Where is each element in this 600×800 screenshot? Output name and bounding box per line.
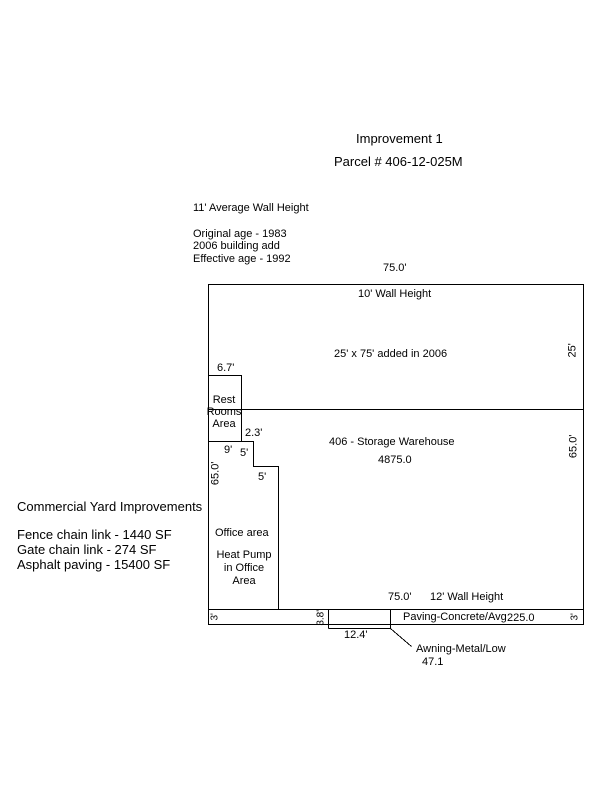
top-dimension: 75.0'	[383, 262, 407, 274]
parcel-number: Parcel # 406-12-025M	[334, 154, 463, 169]
wall-height-note: 11' Average Wall Height	[193, 202, 309, 214]
paving-dimension: 225.0	[507, 612, 535, 624]
yard-title: Commercial Yard Improvements	[17, 499, 203, 514]
restroom-outline	[208, 375, 242, 442]
bottom-dimension: 75.0'	[388, 591, 412, 603]
dimension-2-3: 2.3'	[245, 427, 263, 439]
building-add-note: 2006 building add	[193, 240, 280, 252]
left-dimension-65: 65.0'	[209, 461, 222, 486]
dimension-5a: 5'	[240, 447, 249, 459]
office-outline	[241, 441, 279, 610]
warehouse-side-dimension: 65.0'	[567, 434, 580, 459]
addition-side-dimension: 25'	[566, 343, 579, 358]
dimension-5b: 5'	[258, 471, 267, 483]
warehouse-area: 4875.0	[378, 454, 412, 466]
strip-left-dimension: 3'	[209, 613, 221, 621]
yard-item-asphalt: Asphalt paving - 15400 SF	[17, 557, 171, 572]
awning-leader	[390, 628, 412, 647]
awning-label: Awning-Metal/Low	[416, 643, 506, 655]
strip-right-dimension: 3'	[569, 613, 581, 621]
original-age-note: Original age - 1983	[193, 228, 287, 240]
top-wall-height: 10' Wall Height	[358, 288, 432, 300]
heatpump-label: Heat Pump in Office Area	[216, 549, 272, 587]
restroom-width: 6.7'	[217, 362, 235, 374]
office-label: Office area	[215, 527, 269, 539]
addition-label: 25' x 75' added in 2006	[334, 348, 448, 360]
bottom-wall-height: 12' Wall Height	[430, 591, 504, 603]
paving-label: Paving-Concrete/Avg	[403, 611, 507, 623]
yard-item-gate: Gate chain link - 274 SF	[17, 542, 157, 557]
dimension-9: 9'	[224, 444, 233, 456]
restroom-label: Rest Rooms Area	[206, 394, 242, 430]
effective-age-note: Effective age - 1992	[193, 253, 291, 265]
warehouse-label: 406 - Storage Warehouse	[329, 436, 455, 448]
building-outline	[208, 284, 584, 625]
awning-area: 47.1	[422, 656, 444, 668]
yard-item-fence: Fence chain link - 1440 SF	[17, 527, 172, 542]
strip-mid-dimension: 3.8'	[315, 609, 327, 626]
awning-width: 12.4'	[344, 629, 368, 641]
improvement-title: Improvement 1	[356, 131, 443, 146]
